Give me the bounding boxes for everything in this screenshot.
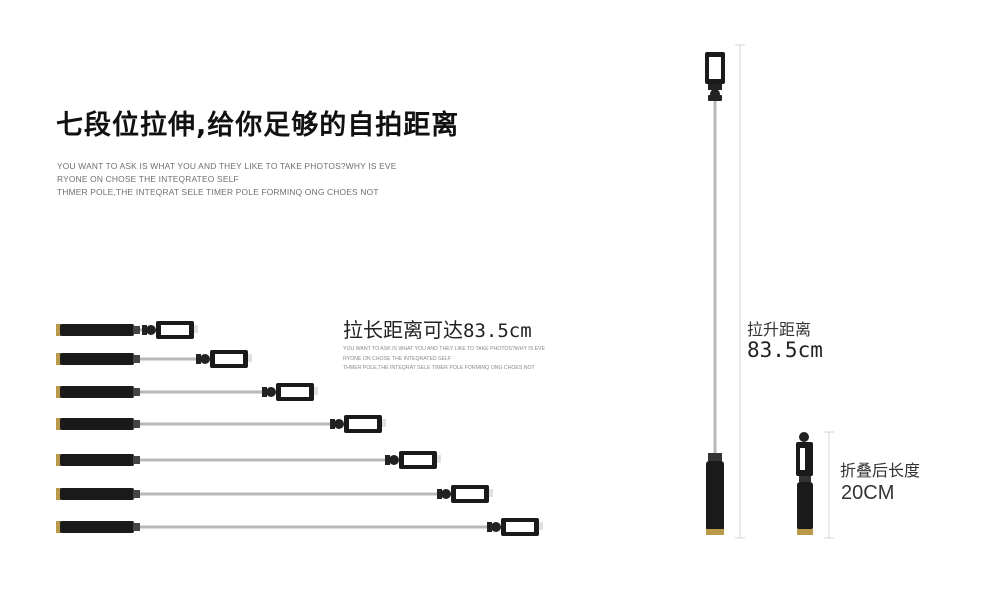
stretch-sub-line: RYONE ON CHOSE THE INTEQRATED SELF [343, 355, 452, 362]
stretch-sub-line: YOU WANT TO ASK IS WHAT YOU AND THEY LIK… [343, 346, 545, 352]
handle [60, 324, 134, 336]
intro-line: RYONE ON CHOSE THE INTEQRATEO SELF [57, 174, 239, 184]
phone-clamp-opening [506, 522, 534, 532]
handle-gold-cap [56, 324, 61, 336]
stretch-heading-text: 拉长距离可达 [343, 318, 463, 342]
intro-line: THMER POLE,THE INTEQRAT SELE TIMER POLE … [57, 187, 379, 197]
ball-joint [491, 522, 501, 532]
handle-gold-cap [56, 353, 61, 365]
clamp-tab [248, 354, 252, 362]
ball-joint [441, 489, 451, 499]
phone-clamp-opening [281, 387, 309, 397]
clamp-joint [330, 419, 335, 429]
telescopic-rod [140, 357, 196, 361]
handle-gold-cap [56, 454, 61, 466]
telescopic-rod [140, 458, 385, 462]
clamp-base [708, 84, 722, 90]
telescopic-rod [140, 422, 330, 426]
clamp-tab [437, 455, 441, 463]
clamp-tab [489, 489, 493, 497]
handle-gold-cap [706, 529, 724, 535]
stretch-heading: 拉长距离可达83.5cm [343, 314, 532, 343]
phone-clamp-opening [456, 489, 484, 499]
telescopic-rod [140, 328, 142, 332]
handle [60, 386, 134, 398]
handle [60, 488, 134, 500]
handle [60, 353, 134, 365]
ball-joint [266, 387, 276, 397]
intro-line: YOU WANT TO ASK IS WHAT YOU AND THEY LIK… [57, 161, 397, 171]
handle [60, 418, 134, 430]
handle-collar [133, 523, 140, 531]
ball-joint [146, 325, 156, 335]
stretch-heading-value: 83.5cm [463, 320, 532, 342]
telescopic-rod [140, 525, 487, 529]
handle-gold-cap [56, 418, 61, 430]
handle-collar [133, 420, 140, 428]
handle-collar [133, 490, 140, 498]
extended-label: 拉升距离 [747, 320, 812, 339]
clamp-joint [487, 522, 492, 532]
handle-gold-cap [56, 488, 61, 500]
phone-clamp-opening [349, 419, 377, 429]
handle-gold-cap [56, 386, 61, 398]
joint-knob [708, 95, 722, 101]
clamp-joint [196, 354, 201, 364]
extended-stick [705, 44, 745, 539]
phone-clamp-opening [709, 57, 721, 79]
clamp-joint [385, 455, 390, 465]
folded-value: 20CM [841, 482, 895, 504]
phone-clamp-opening [161, 325, 189, 335]
folded-label: 折叠后长度 [840, 461, 921, 480]
phone-clamp-opening [404, 455, 432, 465]
telescopic-rod [140, 492, 437, 496]
handle-collar [133, 388, 140, 396]
extended-value: 83.5cm [747, 338, 823, 362]
stretch-subtext: YOU WANT TO ASK IS WHAT YOU AND THEY LIK… [343, 345, 545, 374]
folded-stick [796, 431, 834, 539]
intro-text: YOU WANT TO ASK IS WHAT YOU AND THEY LIK… [57, 160, 397, 199]
clamp-tab [382, 419, 386, 427]
handle [60, 454, 134, 466]
handle-collar [708, 453, 722, 461]
telescopic-rod [140, 390, 262, 394]
stretch-sub-line: THMER POLE,THE INTEQRAT SELE TIMER POLE … [343, 365, 535, 371]
phone-clamp-opening [215, 354, 243, 364]
handle [60, 521, 134, 533]
clamp-tab [194, 325, 198, 333]
handle-gold-cap [797, 529, 813, 535]
handle-gold-cap [56, 521, 61, 533]
clamp-tab [539, 522, 543, 530]
telescopic-rod [713, 101, 717, 453]
ball-joint [389, 455, 399, 465]
clamp-joint [437, 489, 442, 499]
handle-collar [133, 326, 140, 334]
ball-joint [200, 354, 210, 364]
clamp-joint [142, 325, 147, 335]
ball-joint [334, 419, 344, 429]
clamp-joint [262, 387, 267, 397]
handle [797, 482, 813, 530]
handle [706, 461, 724, 531]
ball-joint [799, 432, 809, 442]
handle-collar [799, 476, 811, 482]
clamp-tab [314, 387, 318, 395]
stick-stages-group [56, 321, 543, 536]
phone-clamp-opening [800, 448, 805, 470]
handle-collar [133, 456, 140, 464]
handle-collar [133, 355, 140, 363]
headline: 七段位拉伸,给你足够的自拍距离 [56, 110, 460, 141]
